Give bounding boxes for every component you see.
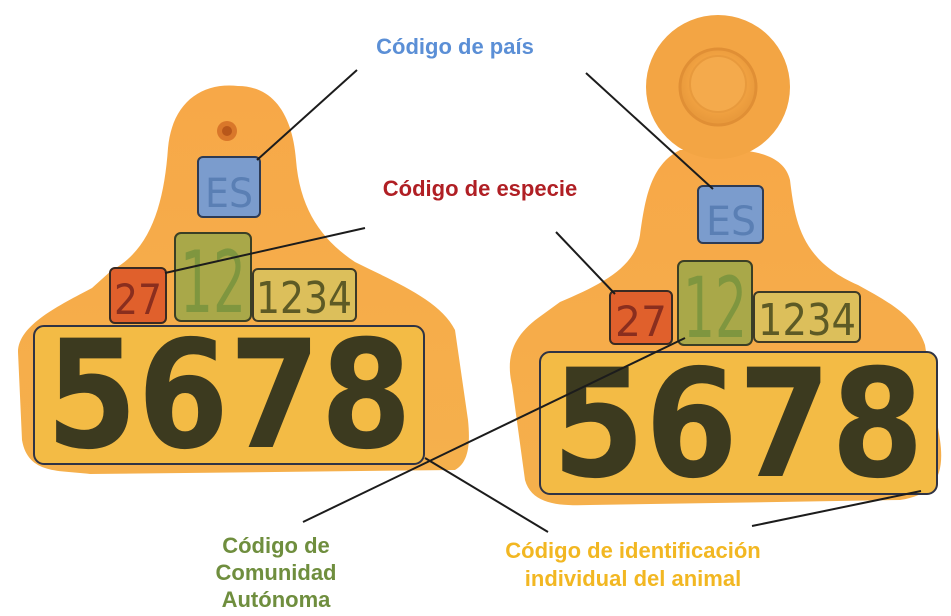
leader-lines [164, 69, 922, 533]
leader-individual-right [751, 490, 922, 527]
leader-region [302, 337, 686, 523]
leader-species-left [164, 227, 366, 274]
right-country-box [697, 185, 764, 244]
leader-country-left [256, 69, 358, 161]
right-big-number: 5678 [552, 338, 924, 512]
leader-country-right [585, 72, 714, 190]
left-small-number: 1234 [256, 273, 352, 324]
individual-code-label: Código de identificación individual del … [468, 537, 798, 593]
right-tag-button-center [689, 55, 747, 113]
left-country-code: ES [205, 171, 253, 217]
right-species-box [609, 290, 673, 345]
right-region-code: 12 [683, 259, 747, 357]
right-species-code: 27 [615, 297, 667, 346]
region-code-label: Código de Comunidad Autónoma [196, 532, 356, 613]
country-code-label: Código de país [376, 34, 534, 59]
right-small-number-box [753, 291, 861, 343]
left-small-number-box [252, 268, 357, 322]
right-big-number-box [539, 351, 938, 495]
individual-code-label-line2: individual del animal [524, 566, 742, 591]
left-big-number: 5678 [46, 309, 412, 483]
leader-individual-left [424, 457, 549, 533]
left-species-box [109, 267, 167, 324]
right-region-box [677, 260, 753, 346]
right-country-code: ES [706, 199, 756, 245]
left-ear-tag: ES 27 12 1234 5678 [18, 85, 469, 483]
region-code-label-line1: Código de [222, 533, 330, 558]
left-tag-hole-inner [222, 126, 232, 136]
left-country-box [197, 156, 261, 218]
left-region-code: 12 [180, 233, 246, 333]
region-code-label-line2: Comunidad [215, 560, 337, 585]
right-ear-tag: ES 27 12 1234 5678 [509, 15, 942, 512]
individual-code-label-line1: Código de identificación [505, 538, 761, 563]
left-big-number-box [33, 325, 425, 465]
left-region-box [174, 232, 252, 322]
left-species-code: 27 [114, 275, 162, 324]
leader-species-right [555, 231, 616, 295]
region-code-label-line3: Autónoma [221, 587, 331, 612]
right-small-number: 1234 [758, 295, 856, 346]
species-code-label: Código de especie [382, 176, 578, 201]
